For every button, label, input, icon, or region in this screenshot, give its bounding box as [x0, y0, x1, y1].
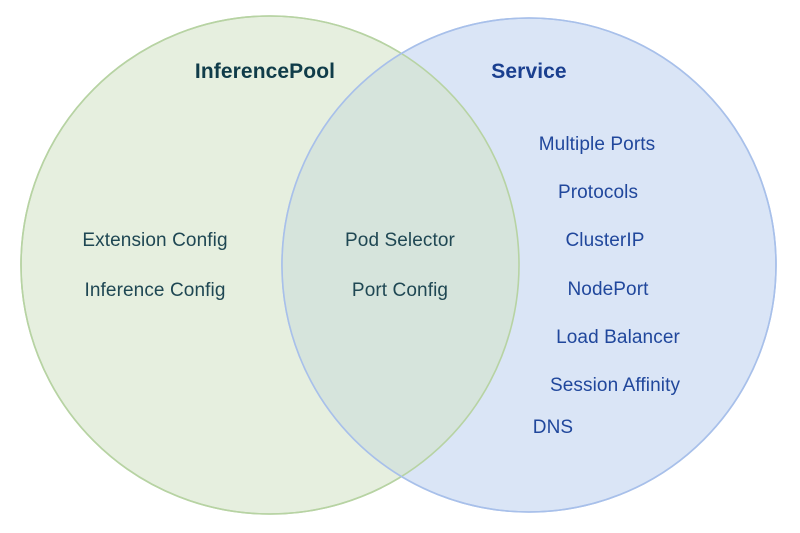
set-circle-right-outline [281, 17, 777, 513]
set-item-right-multiple-ports: Multiple Ports [538, 134, 656, 155]
set-item-right-nodeport: NodePort [567, 279, 649, 300]
set-item-right-session-affinity: Session Affinity [549, 375, 681, 396]
set-item-left-extension-config: Extension Config [82, 230, 228, 251]
set-intersection-region [282, 18, 519, 512]
set-item-left-inference-config: Inference Config [84, 280, 226, 301]
set-title-service: Service [491, 60, 567, 83]
set-item-right-dns: DNS [532, 417, 574, 438]
set-title-inferencepool: InferencePool [194, 60, 336, 83]
set-item-overlap-pod-selector: Pod Selector [345, 230, 455, 251]
set-item-overlap-port-config: Port Config [351, 280, 449, 301]
set-item-right-load-balancer: Load Balancer [556, 327, 680, 348]
set-item-right-protocols: Protocols [557, 182, 639, 203]
set-item-right-clusterip: ClusterIP [565, 230, 645, 251]
set-circle-left-outline [20, 15, 520, 515]
